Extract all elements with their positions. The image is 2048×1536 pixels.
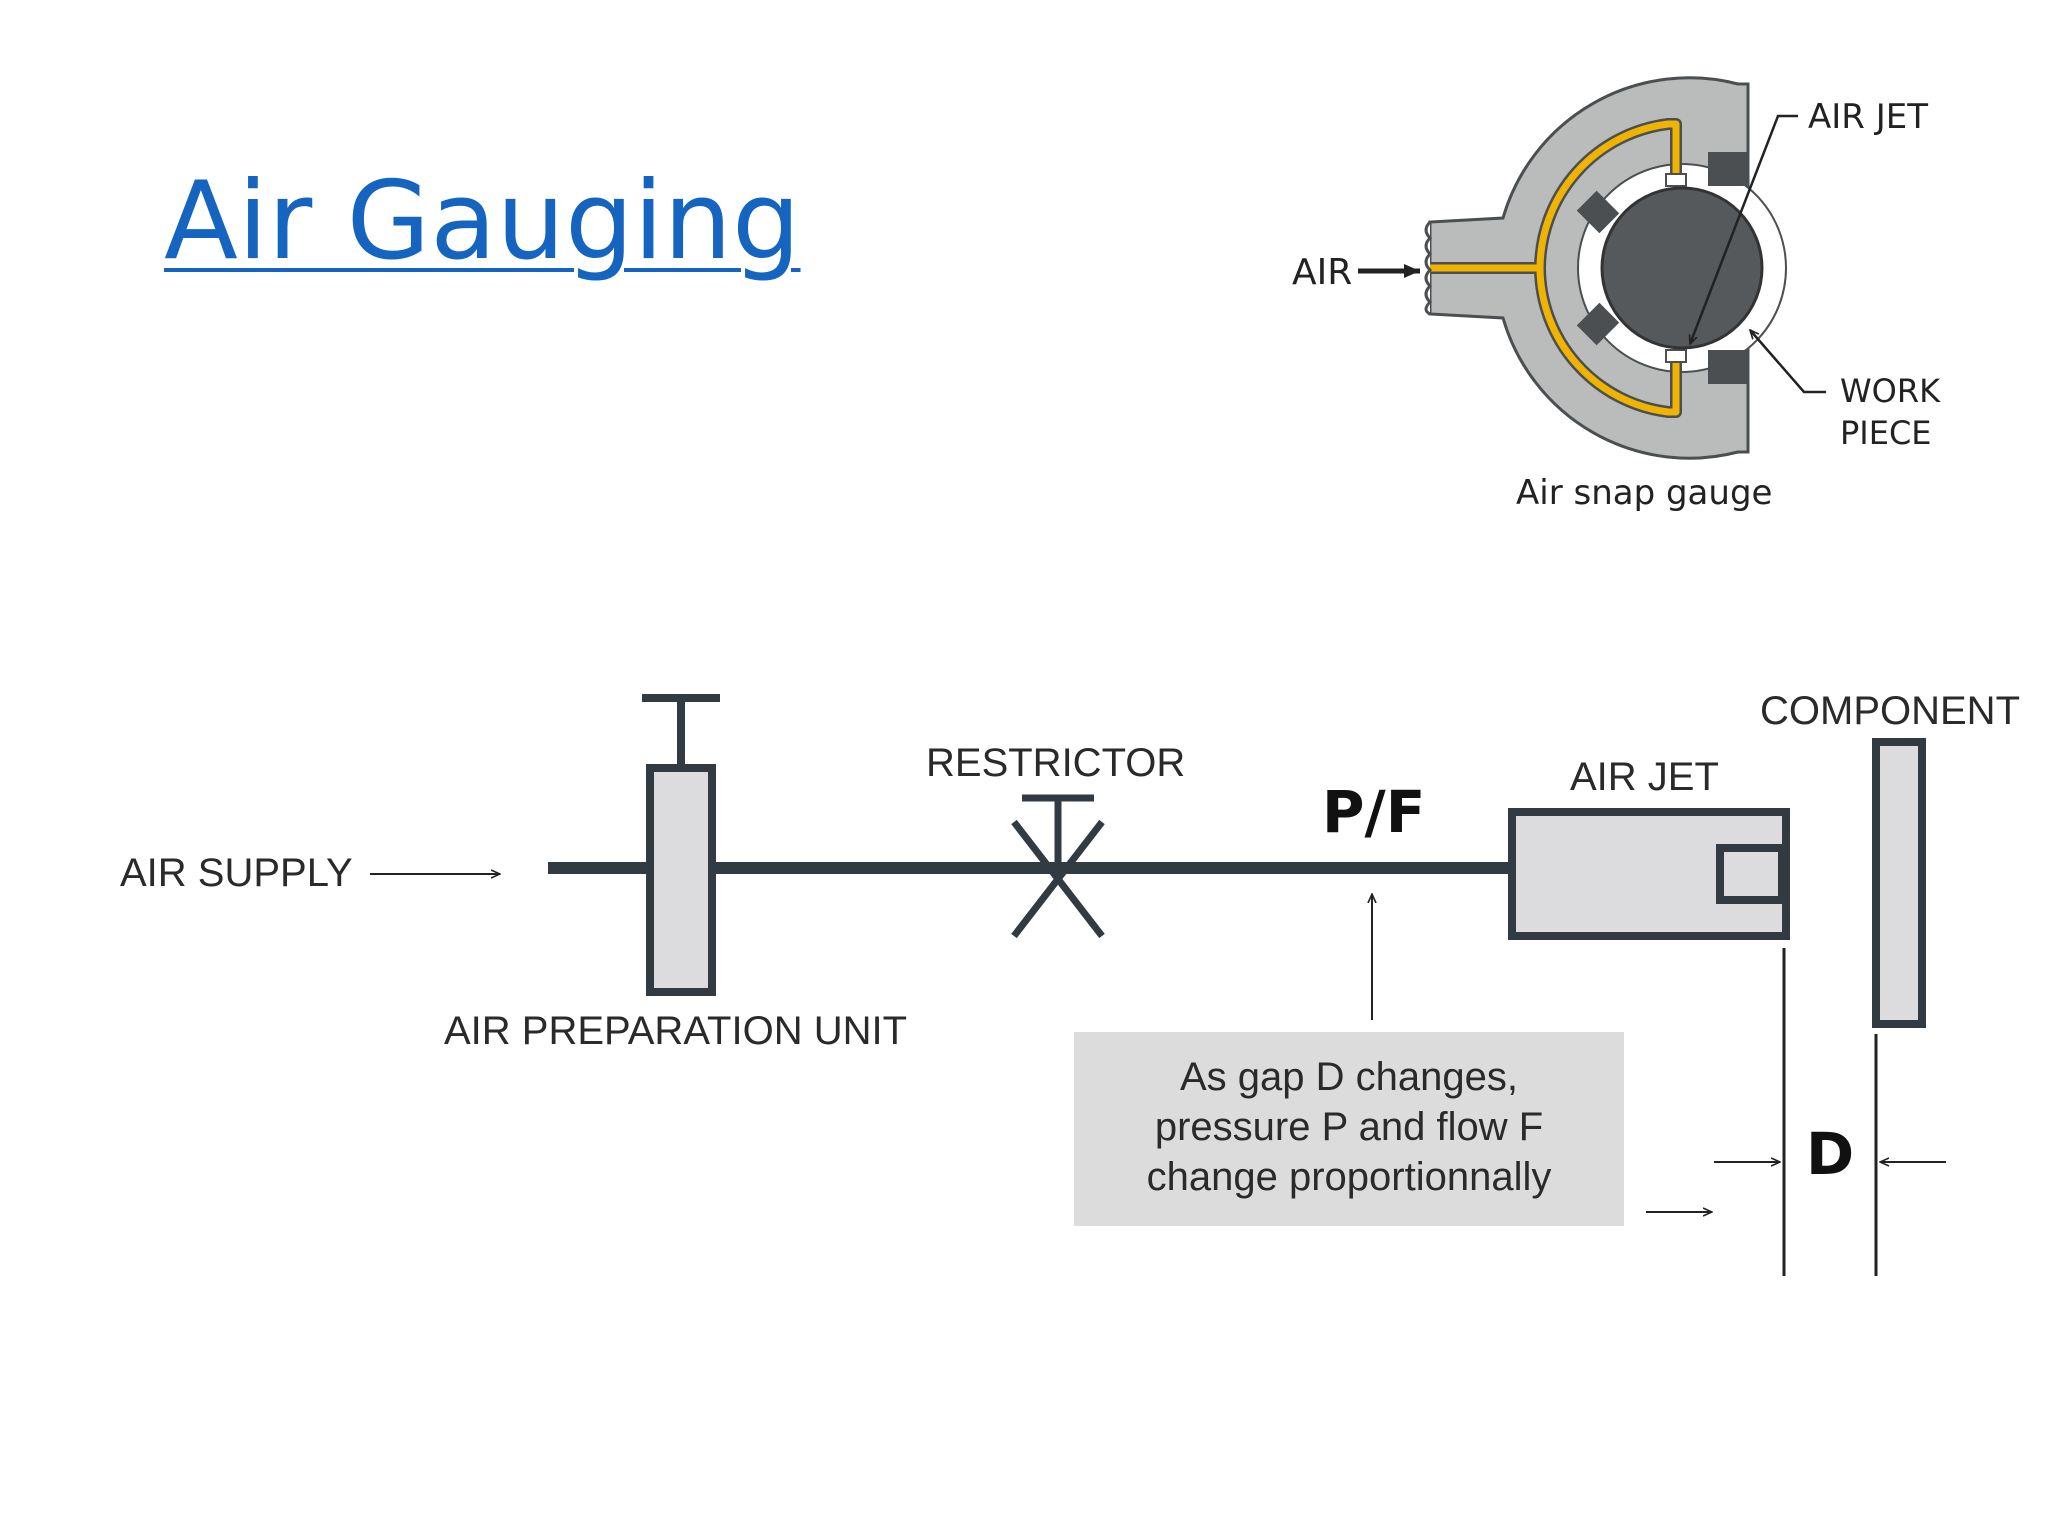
anvil-lower <box>1708 350 1748 384</box>
gap-d-label: D <box>1806 1120 1854 1188</box>
component-icon <box>1872 738 1926 1028</box>
note-box <box>1074 1032 1624 1226</box>
restrictor-label: RESTRICTOR <box>926 741 1185 785</box>
jet-tip-top <box>1665 173 1687 187</box>
note-line-2: pressure P and flow F <box>1155 1105 1543 1149</box>
work-piece-label-1: WORK <box>1840 372 1941 410</box>
air-label: AIR <box>1292 252 1352 293</box>
air-preparation-unit-icon <box>646 764 716 996</box>
work-piece-icon <box>1600 186 1764 350</box>
pf-label: P/F <box>1322 778 1425 846</box>
anvil-upper <box>1708 152 1748 186</box>
air-gauging-schematic: AIR SUPPLY AIR PREPARATION UNIT RESTRICT… <box>120 689 2020 1276</box>
work-piece-leader <box>1750 330 1826 394</box>
locating-pad-lower <box>1576 302 1620 346</box>
air-preparation-unit-label: AIR PREPARATION UNIT <box>444 1009 907 1053</box>
air-jet-label: AIR JET <box>1570 755 1719 799</box>
air-jet-nozzle <box>1716 844 1786 904</box>
note-line-1: As gap D changes, <box>1180 1055 1518 1099</box>
air-supply-label: AIR SUPPLY <box>120 851 353 895</box>
air-jet-leader <box>1690 114 1798 344</box>
component-label: COMPONENT <box>1760 689 2020 733</box>
jet-tip-bottom <box>1665 349 1687 363</box>
gauge-cut-edge <box>1424 220 1433 316</box>
air-snap-gauge-figure: AIR AIR JET WORK PIECE Air snap gauge <box>1292 76 1941 513</box>
locating-pad-upper <box>1576 190 1620 234</box>
snap-gauge-caption: Air snap gauge <box>1516 473 1772 513</box>
work-piece-label-2: PIECE <box>1840 414 1932 452</box>
note-line-3: change proportionnally <box>1147 1155 1552 1199</box>
page-title[interactable]: Air Gauging <box>164 159 801 284</box>
snap-air-jet-label: AIR JET <box>1808 97 1928 137</box>
